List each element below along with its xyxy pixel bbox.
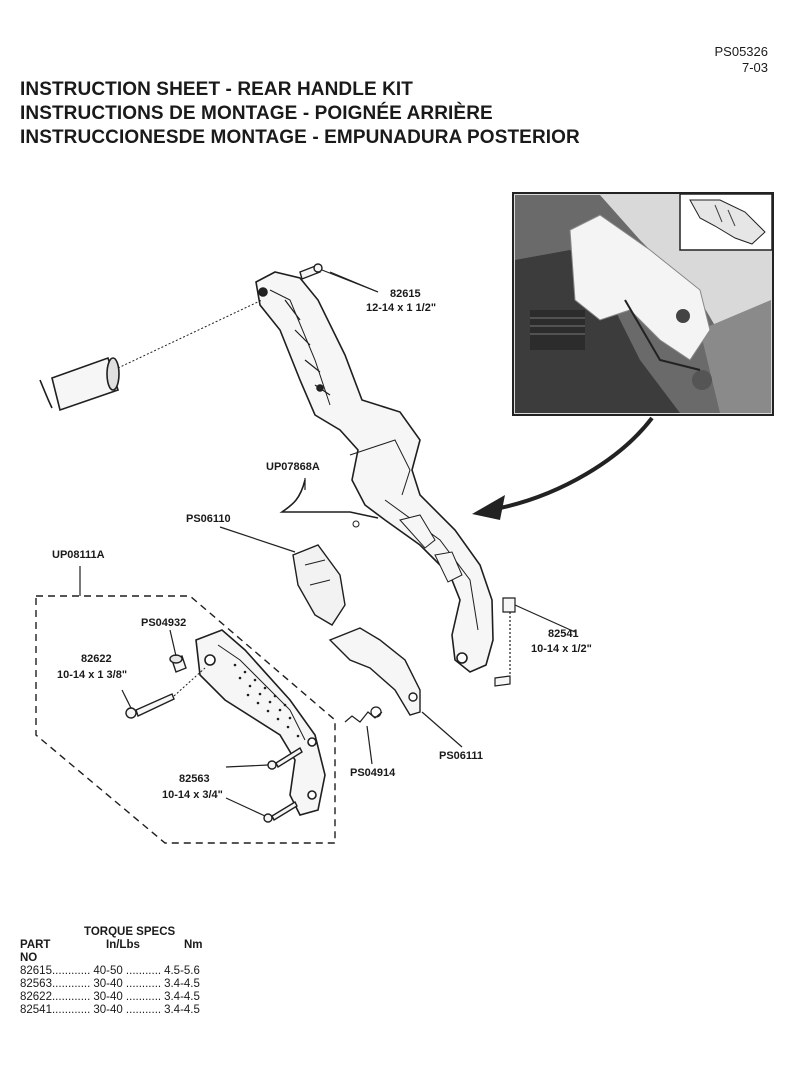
label-ps04914: PS04914: [350, 767, 396, 779]
torque-part: 82541............: [20, 1004, 91, 1016]
spring-ps04914: [344, 706, 383, 723]
arrow-icon: [499, 416, 654, 510]
label-82622-part: 82622: [81, 653, 112, 665]
document-number-block: PS05326 7-03: [715, 44, 769, 76]
trigger-ps06110: [292, 544, 346, 626]
grip-half: [195, 629, 326, 816]
torque-inlbs: 30-40 ...........: [93, 1004, 162, 1016]
label-82563-part: 82563: [179, 773, 210, 785]
label-ps06111: PS06111: [439, 750, 483, 762]
trigger-lever-ps06111: [328, 627, 421, 716]
screw-82622: [125, 667, 206, 719]
bushing-ps04932: [169, 654, 187, 673]
title-english: INSTRUCTION SHEET - REAR HANDLE KIT: [20, 79, 413, 100]
torque-specs-table: TORQUE SPECS PART In/Lbs Nm NO 82615....…: [20, 926, 203, 1017]
label-ps04932: PS04932: [141, 617, 186, 629]
exploded-parts-diagram: 82615 12-14 x 1 1/2" UP07868A PS06110 UP…: [35, 192, 774, 844]
installation-photo: [512, 192, 774, 416]
screw-82541: [494, 597, 516, 687]
title-block: INSTRUCTION SHEET - REAR HANDLE KIT INST…: [20, 78, 580, 150]
document-number: PS05326: [714, 44, 769, 59]
label-82541-spec: 10-14 x 1/2": [531, 643, 592, 655]
table-row: 82622............ 30-40 ........... 3.4-…: [20, 991, 203, 1004]
screws-82563: [263, 746, 303, 823]
label-82563-spec: 10-14 x 3/4": [162, 789, 223, 801]
title-spanish: INSTRUCCIONESDE MONTAGE - EMPUNADURA POS…: [20, 127, 580, 148]
trigger-cylinder: [39, 299, 263, 412]
document-date: 7-03: [741, 60, 768, 75]
torque-col-inlbs: In/Lbs: [106, 939, 140, 951]
label-up07868a: UP07868A: [266, 461, 320, 473]
torque-col-part: PART: [20, 939, 51, 951]
torque-header-row: PART In/Lbs Nm: [20, 939, 203, 952]
torque-nm: 3.4-4.5: [164, 1004, 200, 1016]
label-ps06110: PS06110: [186, 513, 231, 525]
torque-title: TORQUE SPECS: [84, 926, 176, 938]
label-82541-part: 82541: [548, 628, 579, 640]
label-up08111a: UP08111A: [52, 549, 105, 561]
torque-part: 82622............: [20, 991, 91, 1003]
torque-inlbs: 30-40 ...........: [93, 978, 162, 990]
kit-boundary-up08111a: [35, 595, 336, 844]
torque-nm: 4.5-5.6: [164, 965, 200, 977]
torque-inlbs: 30-40 ...........: [93, 991, 162, 1003]
rear-handle-housing: [255, 271, 494, 673]
table-row: 82615............ 40-50 ........... 4.5-…: [20, 965, 203, 978]
title-french: INSTRUCTIONS DE MONTAGE - POIGNÉE ARRIÈR…: [20, 103, 493, 124]
torque-inlbs: 40-50 ...........: [93, 965, 162, 977]
screw-82615: [299, 263, 379, 293]
label-82615-spec: 12-14 x 1 1/2": [366, 302, 436, 314]
torque-part: 82563............: [20, 978, 91, 990]
torque-nm: 3.4-4.5: [164, 978, 200, 990]
torque-part: 82615............: [20, 965, 91, 977]
torque-nm: 3.4-4.5: [164, 991, 200, 1003]
torque-col-nm: Nm: [184, 939, 203, 951]
label-82622-spec: 10-14 x 1 3/8": [57, 669, 127, 681]
torque-header-row-2: NO: [20, 952, 203, 965]
table-row: 82541............ 30-40 ........... 3.4-…: [20, 1004, 203, 1017]
torque-col-part-no: NO: [20, 952, 38, 964]
label-82615-part: 82615: [390, 288, 421, 300]
cable-up07868a: [279, 479, 379, 519]
table-row: 82563............ 30-40 ........... 3.4-…: [20, 978, 203, 991]
